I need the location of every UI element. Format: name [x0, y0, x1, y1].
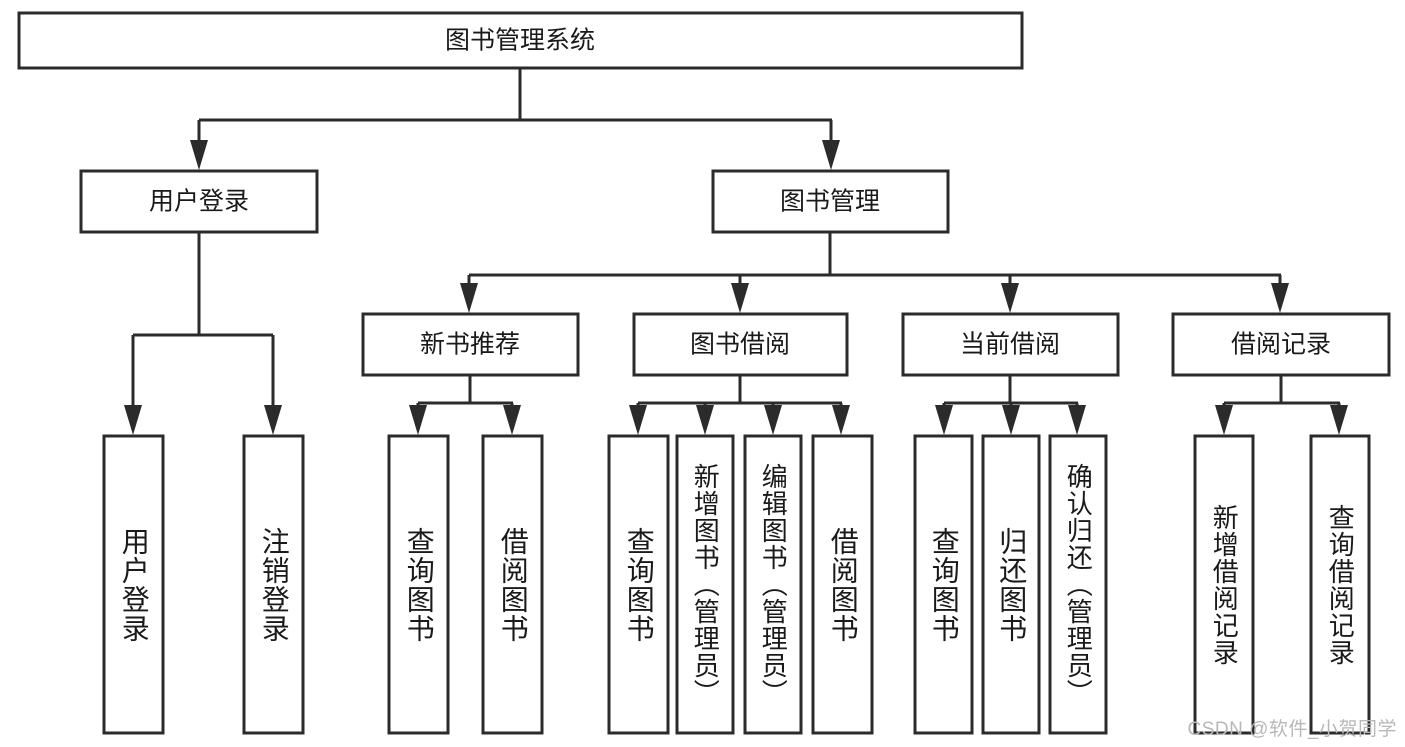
leaf-box-cb-confirm-return[interactable] — [1048, 434, 1108, 735]
arrow-head-leaf-user-login — [124, 405, 142, 435]
node-root-label: 图书管理系统 — [445, 27, 595, 55]
leaf-box-nbr-borrow-book[interactable] — [481, 434, 544, 735]
leaf-boxes-current-borrow — [913, 434, 1108, 735]
arrow-head-bb-leaf-1 — [629, 405, 647, 435]
node-borrow-record-box[interactable] — [1171, 312, 1391, 377]
node-book-borrow-label: 图书借阅 — [690, 331, 790, 359]
node-book-management-label: 图书管理 — [780, 188, 880, 216]
leaf-boxes-new-book-recommend — [387, 434, 544, 735]
arrow-head-user-login — [190, 140, 208, 170]
arrow-head-nbr-leaf-1 — [409, 405, 427, 435]
arrow-head-new-book-recommend — [460, 283, 478, 313]
node-current-borrow[interactable]: 当前借阅 — [901, 312, 1120, 377]
node-book-management-box[interactable] — [711, 169, 950, 234]
edges-user-login-to-leaves — [124, 232, 282, 435]
leaf-box-bb-edit-book[interactable] — [743, 434, 803, 735]
watermark: CSDN @软件_小贺同学 — [1187, 719, 1397, 740]
edges-new-book-recommend-to-leaves — [409, 375, 521, 435]
leaf-box-br-query-record[interactable] — [1309, 434, 1371, 735]
node-root-box[interactable] — [17, 11, 1024, 70]
leaf-box-cb-query-book[interactable] — [913, 434, 974, 735]
arrow-head-borrow-record — [1271, 283, 1289, 313]
arrow-head-cb-leaf-3 — [1068, 405, 1086, 435]
leaf-box-bb-query-book[interactable] — [607, 434, 670, 735]
node-user-login-label: 用户登录 — [149, 188, 249, 216]
leaf-box-cb-return-book[interactable] — [981, 434, 1041, 735]
arrow-head-bb-leaf-3 — [764, 405, 782, 435]
edges-current-borrow-to-leaves — [935, 375, 1086, 435]
leaf-boxes-user-login — [102, 434, 305, 735]
node-book-borrow-box[interactable] — [632, 312, 849, 377]
arrow-head-book-mgmt — [822, 140, 840, 170]
edges-borrow-record-to-leaves — [1215, 375, 1348, 435]
node-new-book-recommend[interactable]: 新书推荐 — [361, 312, 580, 377]
leaf-box-br-add-record[interactable] — [1193, 434, 1255, 735]
arrow-head-bb-leaf-2 — [696, 405, 714, 435]
leaf-box-bb-add-book[interactable] — [675, 434, 735, 735]
arrow-head-cb-leaf-1 — [935, 405, 953, 435]
arrow-head-br-leaf-2 — [1330, 405, 1348, 435]
arrow-head-book-borrow — [731, 283, 749, 313]
node-user-login-box[interactable] — [79, 169, 319, 234]
node-user-login[interactable]: 用户登录 — [79, 169, 319, 234]
node-current-borrow-box[interactable] — [901, 312, 1120, 377]
node-root[interactable]: 图书管理系统 — [17, 11, 1024, 70]
leaf-boxes-borrow-record — [1193, 434, 1371, 735]
arrow-head-current-borrow — [1001, 283, 1019, 313]
arrow-head-nbr-leaf-2 — [503, 405, 521, 435]
node-new-book-recommend-label: 新书推荐 — [420, 331, 520, 359]
leaf-box-logout[interactable] — [242, 434, 305, 735]
node-book-management[interactable]: 图书管理 — [711, 169, 950, 234]
edges-root-to-level2 — [190, 68, 840, 170]
edges-book-borrow-to-leaves — [629, 375, 850, 435]
arrow-head-br-leaf-1 — [1215, 405, 1233, 435]
node-new-book-recommend-box[interactable] — [361, 312, 580, 377]
leaf-box-nbr-query-book[interactable] — [387, 434, 450, 735]
leaf-box-bb-borrow-book[interactable] — [811, 434, 874, 735]
node-current-borrow-label: 当前借阅 — [960, 331, 1060, 359]
leaf-boxes-book-borrow — [607, 434, 874, 735]
node-borrow-record[interactable]: 借阅记录 — [1171, 312, 1391, 377]
edges-book-mgmt-to-level3 — [460, 232, 1289, 313]
leaf-box-user-login[interactable] — [102, 434, 165, 735]
arrow-head-leaf-logout — [264, 405, 282, 435]
arrow-head-cb-leaf-2 — [1002, 405, 1020, 435]
node-borrow-record-label: 借阅记录 — [1231, 331, 1331, 359]
arrow-head-bb-leaf-4 — [832, 405, 850, 435]
node-book-borrow[interactable]: 图书借阅 — [632, 312, 849, 377]
